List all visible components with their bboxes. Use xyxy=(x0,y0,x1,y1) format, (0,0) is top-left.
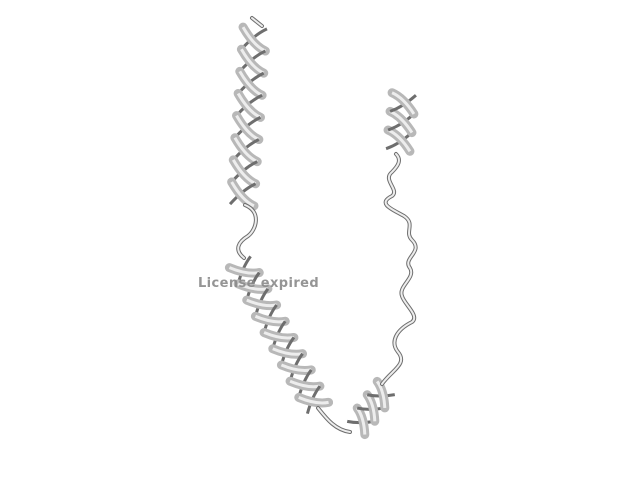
coil-layer xyxy=(236,16,418,434)
helix-3 xyxy=(346,376,396,440)
coil-loop-1 xyxy=(237,204,257,259)
helix-1 xyxy=(227,22,270,211)
helix-4-highlight xyxy=(391,91,416,115)
coil-loop-2 xyxy=(317,407,351,433)
helix-2-highlight xyxy=(289,379,321,389)
helix-4 xyxy=(383,88,419,156)
helix-2-highlight xyxy=(228,266,260,275)
helix-1-highlight xyxy=(233,136,258,163)
helix-2 xyxy=(224,255,334,415)
helix-1-highlight xyxy=(231,159,257,186)
helix-2-highlight xyxy=(246,298,277,308)
helix-layer xyxy=(224,22,419,440)
helix-2-highlight xyxy=(298,396,329,405)
coil-n-terminus xyxy=(251,17,263,27)
helix-2-highlight xyxy=(280,363,312,372)
helix-1-highlight xyxy=(230,181,255,208)
coil-c-linker xyxy=(381,153,417,385)
helix-3-highlight xyxy=(375,380,387,409)
license-watermark: License expired xyxy=(198,276,320,291)
helix-2-highlight xyxy=(272,347,303,356)
coil-loop-2-shadow xyxy=(316,406,352,434)
helix-1-highlight xyxy=(241,26,267,53)
helix-1-highlight xyxy=(236,92,262,119)
helix-1-highlight xyxy=(240,48,265,75)
helix-2-highlight xyxy=(263,331,295,340)
helix-2-highlight xyxy=(254,314,286,324)
helix-4-highlight xyxy=(387,128,412,153)
helix-1-highlight xyxy=(235,114,260,141)
helix-1-highlight xyxy=(238,70,263,97)
helix-4-highlight xyxy=(389,110,414,134)
helix-2-highlight xyxy=(237,282,269,291)
